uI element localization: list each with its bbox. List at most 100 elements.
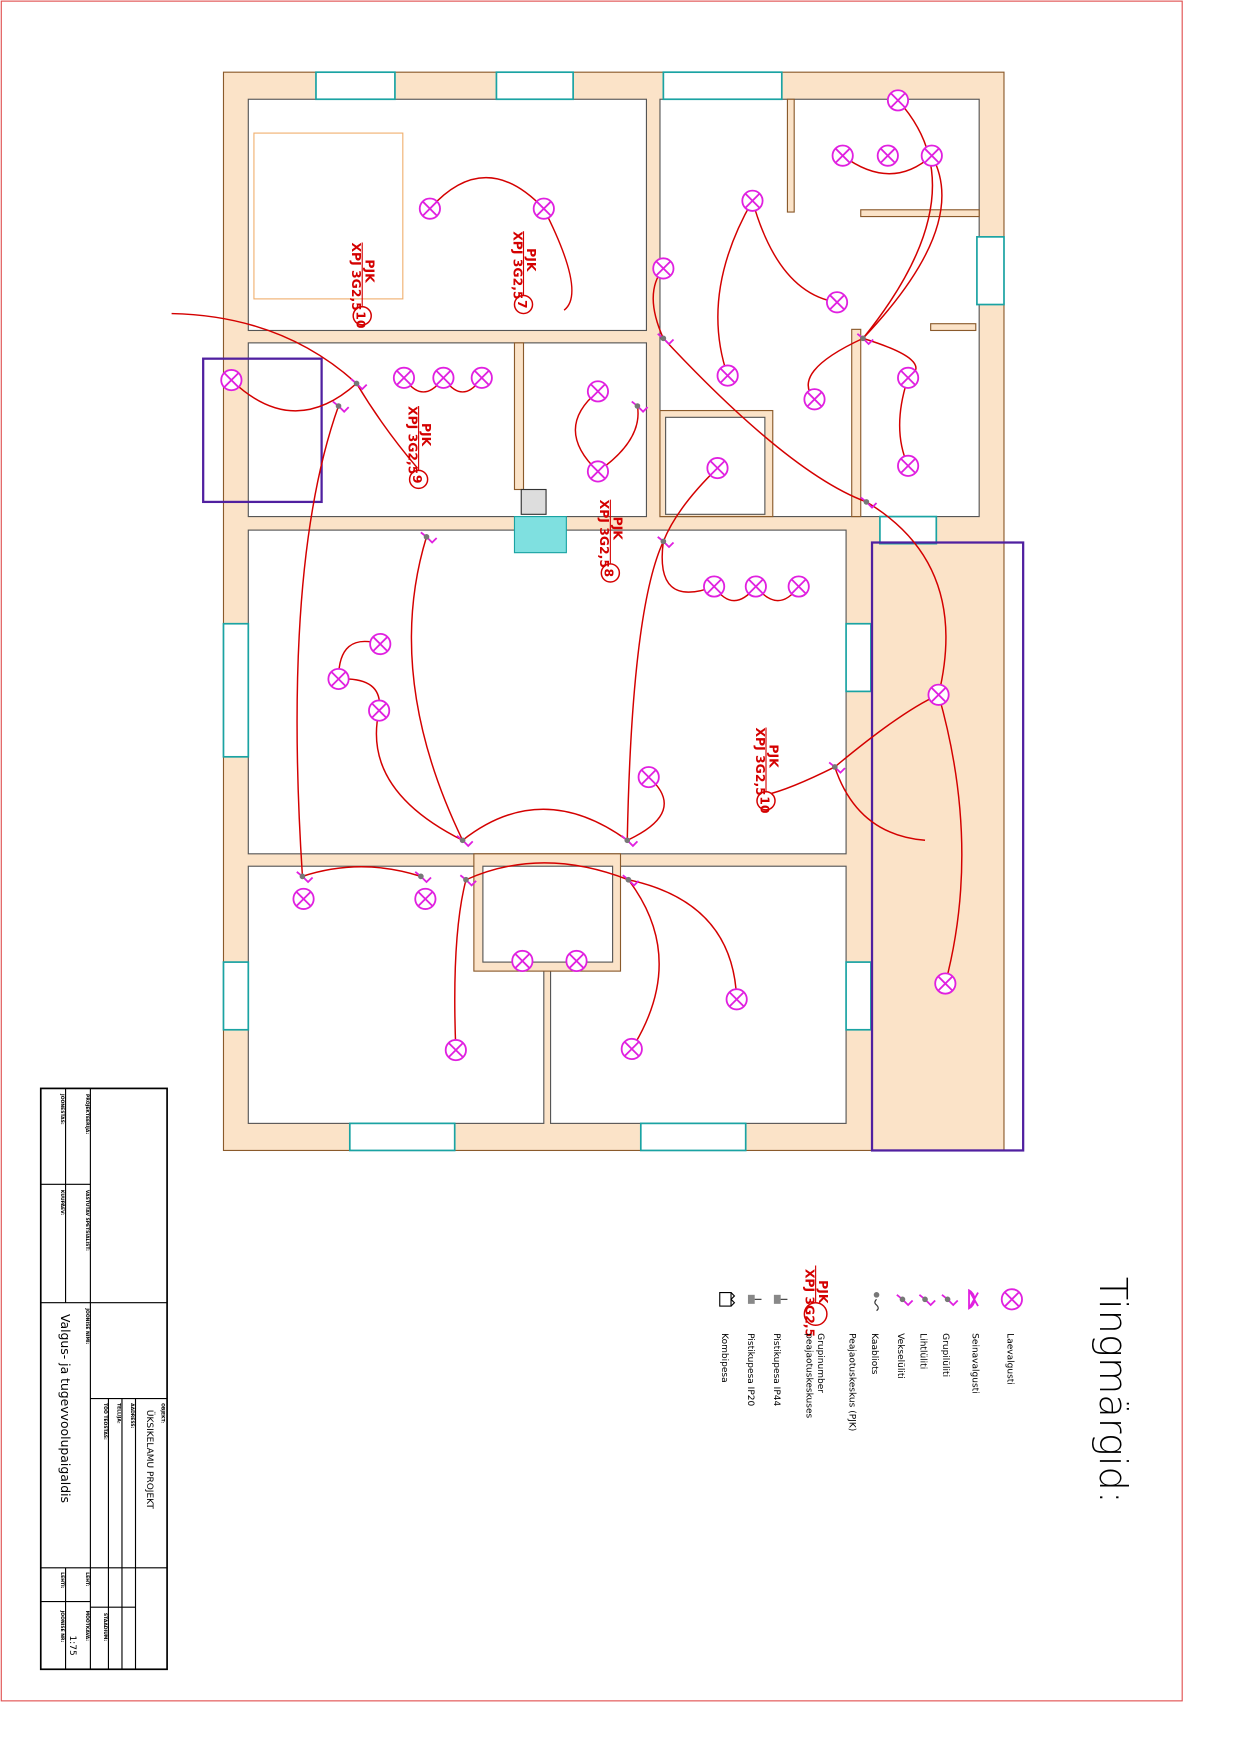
cable-run [717, 200, 754, 376]
group-number: 7 [515, 300, 530, 309]
group-number: 9 [410, 475, 425, 484]
group-cable: XPJ 3G2,5 [753, 727, 768, 795]
legend-label: Laevalgusti [1004, 1333, 1014, 1385]
work-label: TÖÖ TEOSTAS: [102, 1403, 109, 1440]
sheet-border [0, 0, 1183, 1702]
ceiling-light-icon [637, 766, 660, 789]
walls [222, 71, 1005, 1152]
ceiling-light-icon [369, 632, 392, 656]
cable-end-icon [873, 1292, 880, 1312]
ceiling-light-icon [897, 366, 920, 389]
socket-ip44-icon [773, 1294, 788, 1304]
cable-run [662, 337, 867, 503]
group-panel: PJK [363, 259, 378, 283]
group-panel: PJK [524, 248, 539, 272]
legend-item: Kombipesa [719, 1292, 736, 1383]
cable-run [662, 467, 719, 542]
legend-item: Seinavalgusti [968, 1288, 979, 1394]
wiring [171, 99, 963, 1051]
legend-title: Tingmärgid: [1090, 1277, 1135, 1504]
legend-item: Kaabliots [869, 1292, 880, 1375]
legend-item: Pistikupesa IP44 [771, 1294, 788, 1406]
legend-item: Pistikupesa IP20 [745, 1294, 762, 1406]
legend-label: Kaabliots [869, 1333, 879, 1375]
legend-label: Grupilüliti [940, 1333, 950, 1377]
ceiling-light-icon [368, 699, 391, 722]
address-label: AADRESS: [129, 1403, 135, 1429]
legend-item: Grupilüliti [940, 1294, 959, 1377]
cable-run [661, 541, 715, 593]
switch-icon [622, 874, 640, 887]
ceiling-light-icon [826, 291, 849, 314]
legend-label: Vekselüliti [895, 1333, 905, 1379]
title-block-text: OBJEKT: ÜKSIKELAMU PROJEKT AADRESS: TELL… [58, 1093, 165, 1656]
two-way-switch-icon [896, 1294, 914, 1307]
switch-icon [414, 871, 432, 884]
ceiling-light-icon [897, 454, 920, 477]
cable-run [296, 405, 340, 877]
scale-value: 1:75 [67, 1635, 77, 1655]
object-label: OBJEKT: [159, 1403, 165, 1423]
switch-icon [459, 874, 477, 887]
ceiling-light-icon [787, 575, 810, 598]
cable-run [454, 879, 467, 1051]
legend-label: Pistikupesa IP20 [745, 1333, 755, 1406]
wall-light-icon [565, 949, 588, 973]
legend-label: Peajaotuskeskus (PJK) [846, 1333, 856, 1431]
legend-group-panel: PJK [816, 1280, 831, 1304]
stage-label: STAADIUM: [102, 1613, 108, 1641]
legend-label: Lihtlüliti [918, 1333, 928, 1369]
ceiling-light-icon [741, 189, 764, 212]
ceiling-light-icon [432, 366, 455, 389]
switch-icon [657, 333, 675, 346]
cable-run [230, 379, 358, 412]
ceiling-light-icon [744, 575, 767, 598]
ceiling-light-icon [920, 144, 943, 167]
drawing-name-label: JOONISE NIMI: [84, 1307, 90, 1344]
switch-icon [456, 835, 474, 848]
group-number: 10 [757, 796, 772, 814]
switch-icon [631, 400, 649, 413]
veranda-outline [202, 357, 1025, 1152]
group-cable: XPJ 3G2,5 [597, 500, 612, 568]
windows [222, 71, 1005, 1152]
group-number: 8 [602, 568, 617, 577]
simple-switch-icon [918, 1294, 936, 1307]
ceiling-light-icon [716, 364, 739, 387]
ceiling-light-icon [586, 460, 609, 483]
combo-socket-icon [719, 1292, 736, 1307]
cable-run [626, 541, 665, 841]
specialist-label: VASTUTAV SPETSIALIST: [84, 1190, 90, 1251]
legend-item: Laevalgusti [1000, 1288, 1023, 1385]
switch-icon [296, 871, 314, 884]
wall-light-icon [886, 89, 910, 112]
group-cable: XPJ 3G2,5 [405, 406, 420, 474]
wall-light-icon [652, 257, 675, 280]
cable-run [302, 866, 422, 878]
socket-ip20-icon [747, 1294, 762, 1304]
wall-light-icon [968, 1288, 979, 1310]
object-name: ÜKSIKELAMU PROJEKT [144, 1410, 155, 1510]
group-switch-icon [941, 1294, 959, 1307]
group-cable: XPJ 3G2,5 [349, 242, 364, 310]
ceiling-light-icon [532, 197, 555, 220]
legend-group-cable: XPJ 3G2,5 [802, 1269, 817, 1337]
drawing-no-label: JOONISE NR: [59, 1610, 65, 1643]
ceiling-light-icon [392, 366, 415, 389]
cable-run [355, 383, 419, 469]
ceiling-light-icon [414, 887, 437, 910]
switch-icon [856, 333, 874, 346]
drawn-by-label: JOONESTAS: [59, 1093, 65, 1125]
group-panel: PJK [611, 517, 626, 541]
group-number: 10 [354, 311, 369, 329]
cable-run [862, 155, 943, 339]
ceiling-light-icon [803, 388, 826, 411]
ceiling-light-icon [725, 988, 748, 1011]
ceiling-light-icon [706, 457, 729, 480]
ceiling-light-icon [470, 366, 493, 389]
